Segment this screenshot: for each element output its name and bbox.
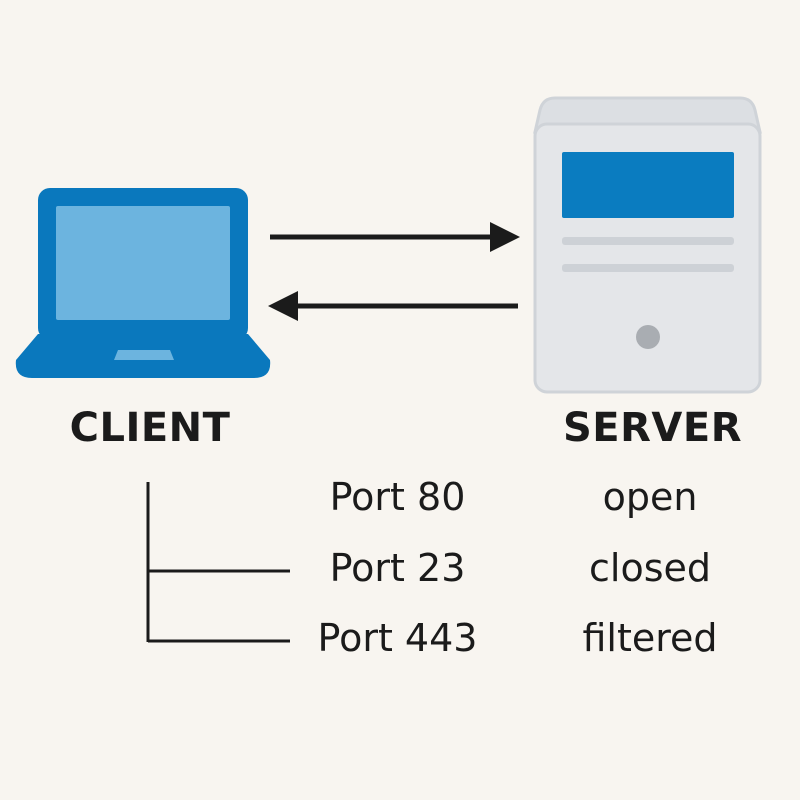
server-slot-line (562, 264, 734, 272)
server-icon (533, 96, 762, 394)
port-name: Port 443 (317, 616, 478, 660)
port-state: open (602, 475, 698, 519)
port-name: Port 23 (329, 546, 466, 590)
port-name: Port 80 (329, 475, 466, 519)
server-slot-line (562, 237, 734, 245)
port-connector-tree (146, 482, 290, 643)
laptop-touchpad (114, 350, 174, 360)
server-panel (562, 152, 734, 218)
port-state: filtered (582, 616, 718, 660)
response-arrow (268, 291, 518, 321)
laptop-icon (15, 188, 271, 378)
laptop-screen (56, 206, 230, 320)
request-arrow (270, 222, 520, 252)
port-state: closed (589, 546, 711, 590)
server-label: SERVER (562, 405, 742, 451)
client-label: CLIENT (69, 405, 231, 451)
server-power-button (636, 325, 660, 349)
